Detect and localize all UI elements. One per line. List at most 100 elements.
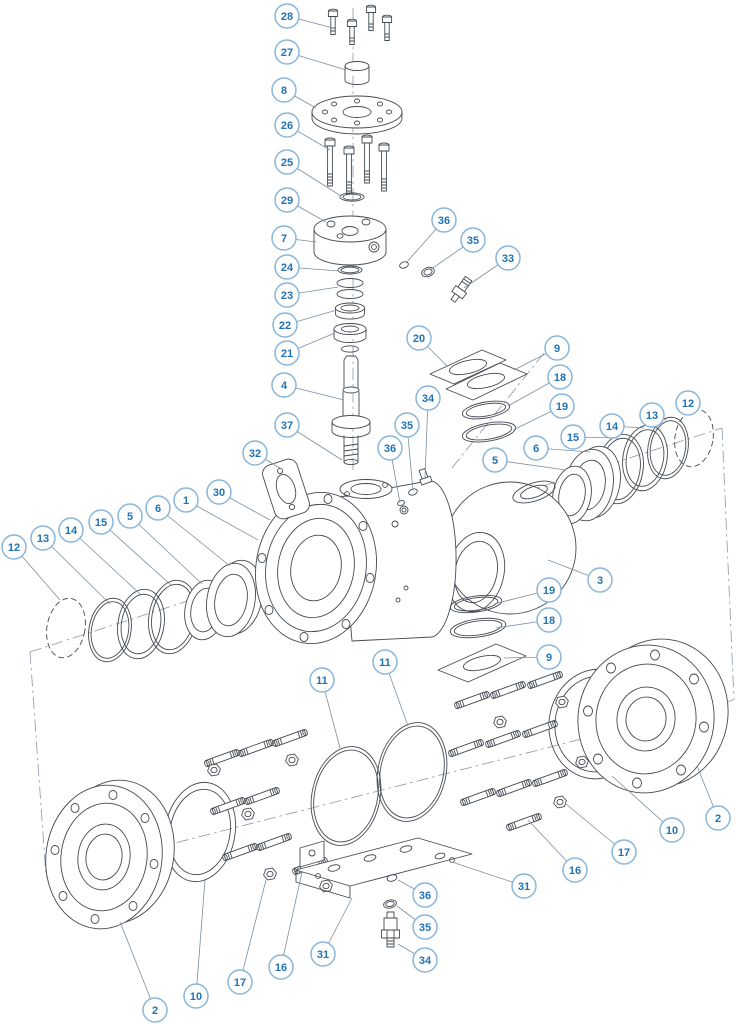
callout-circle bbox=[271, 77, 297, 103]
callout-circle bbox=[274, 412, 300, 438]
callout-part-11: 11 bbox=[309, 667, 335, 693]
callout-number: 10 bbox=[190, 991, 202, 1003]
part-36-oring-upper bbox=[399, 261, 409, 269]
callout-part-36: 36 bbox=[377, 435, 403, 461]
callout-part-9: 9 bbox=[536, 644, 562, 670]
callout-circle bbox=[431, 207, 457, 233]
callout-number: 9 bbox=[554, 343, 560, 355]
part-35-oring-body bbox=[408, 488, 418, 496]
callout-part-29: 29 bbox=[274, 187, 300, 213]
part-2-end-flange-right bbox=[577, 638, 729, 794]
callout-number: 31 bbox=[317, 949, 329, 961]
callout-part-1: 1 bbox=[173, 487, 199, 513]
part-18-oring-top bbox=[461, 400, 511, 420]
part-14-oring-left bbox=[117, 588, 165, 660]
callout-part-22: 22 bbox=[272, 312, 298, 338]
callout-circle bbox=[242, 440, 268, 466]
callout-number: 26 bbox=[281, 120, 293, 132]
callout-circle bbox=[372, 649, 398, 675]
part-25-oring bbox=[339, 192, 365, 202]
leader-line-part-13 bbox=[42, 537, 111, 605]
part-20-seat-plate-top bbox=[429, 349, 507, 385]
callout-part-32: 32 bbox=[242, 440, 268, 466]
callout-part-2: 2 bbox=[142, 997, 168, 1023]
part-1-body bbox=[255, 479, 457, 645]
callout-circle bbox=[58, 517, 84, 543]
callout-number: 19 bbox=[556, 401, 568, 413]
part-19-oring-bottom bbox=[449, 594, 503, 614]
callout-part-15: 15 bbox=[560, 424, 586, 450]
callout-number: 8 bbox=[281, 85, 287, 97]
callout-number: 36 bbox=[419, 890, 431, 902]
callout-part-10: 10 bbox=[659, 817, 685, 843]
part-35-oring-upper bbox=[421, 266, 435, 278]
callout-circle bbox=[394, 412, 420, 438]
part-14-oring-right bbox=[622, 424, 668, 492]
callout-number: 5 bbox=[127, 511, 133, 523]
callout-number: 25 bbox=[281, 157, 293, 169]
callout-number: 17 bbox=[618, 847, 630, 859]
callout-part-35: 35 bbox=[412, 914, 438, 940]
callout-circle bbox=[460, 227, 486, 253]
callout-part-31: 31 bbox=[310, 941, 336, 967]
callout-number: 12 bbox=[8, 542, 20, 554]
callout-part-37: 37 bbox=[274, 412, 300, 438]
part-18-oring-bottom bbox=[449, 617, 507, 639]
leader-line-part-2 bbox=[119, 921, 156, 1011]
callout-part-14: 14 bbox=[58, 517, 84, 543]
leader-line-part-16 bbox=[280, 871, 303, 968]
callout-circle bbox=[705, 805, 731, 831]
part-9-adapter-plate-top bbox=[445, 362, 528, 401]
callout-part-31: 31 bbox=[511, 873, 537, 899]
callout-number: 19 bbox=[543, 585, 555, 597]
callout-number: 31 bbox=[518, 881, 530, 893]
callout-circle bbox=[412, 914, 438, 940]
callout-part-2: 2 bbox=[705, 805, 731, 831]
callout-number: 6 bbox=[533, 443, 539, 455]
callout-circle bbox=[227, 969, 253, 995]
callout-number: 34 bbox=[419, 955, 432, 967]
part-33-vent-fitting bbox=[450, 275, 473, 303]
callout-circle bbox=[30, 525, 56, 551]
callout-number: 28 bbox=[281, 11, 293, 23]
callout-part-19: 19 bbox=[536, 577, 562, 603]
callout-part-4: 4 bbox=[271, 372, 297, 398]
callout-number: 3 bbox=[597, 575, 603, 587]
part-12-gasket-right bbox=[674, 408, 714, 468]
leader-line-part-6 bbox=[157, 507, 231, 567]
callout-circle bbox=[412, 882, 438, 908]
callout-part-12: 12 bbox=[1, 534, 27, 560]
callout-balloons: 2827826252973635332423222142091819373435… bbox=[1, 3, 731, 1023]
callout-circle bbox=[587, 567, 613, 593]
callout-number: 35 bbox=[467, 235, 479, 247]
callout-part-20: 20 bbox=[406, 325, 432, 351]
callout-part-15: 15 bbox=[88, 509, 114, 535]
leader-line-part-1 bbox=[185, 499, 259, 541]
callout-part-25: 25 bbox=[274, 149, 300, 175]
callout-part-34: 34 bbox=[412, 947, 438, 973]
callout-number: 35 bbox=[401, 420, 413, 432]
callout-number: 36 bbox=[438, 215, 450, 227]
callout-circle bbox=[536, 644, 562, 670]
callout-number: 5 bbox=[492, 455, 498, 467]
part-31-mounting-bracket bbox=[295, 837, 473, 899]
callout-circle bbox=[511, 873, 537, 899]
part-9-adapter-plate-bottom bbox=[437, 643, 527, 683]
callout-circle bbox=[482, 447, 508, 473]
callout-circle bbox=[536, 577, 562, 603]
callout-part-6: 6 bbox=[145, 495, 171, 521]
part-32-stem-plate bbox=[262, 458, 310, 520]
leader-line-part-10 bbox=[195, 879, 206, 997]
callout-circle bbox=[117, 503, 143, 529]
callout-circle bbox=[274, 3, 300, 29]
callout-number: 7 bbox=[281, 233, 287, 245]
callout-part-23: 23 bbox=[274, 282, 300, 308]
callout-part-7: 7 bbox=[271, 225, 297, 251]
callout-circle bbox=[272, 312, 298, 338]
callout-number: 17 bbox=[234, 977, 246, 989]
callout-part-18: 18 bbox=[547, 364, 573, 390]
callout-number: 18 bbox=[554, 372, 566, 384]
callout-number: 2 bbox=[715, 813, 721, 825]
